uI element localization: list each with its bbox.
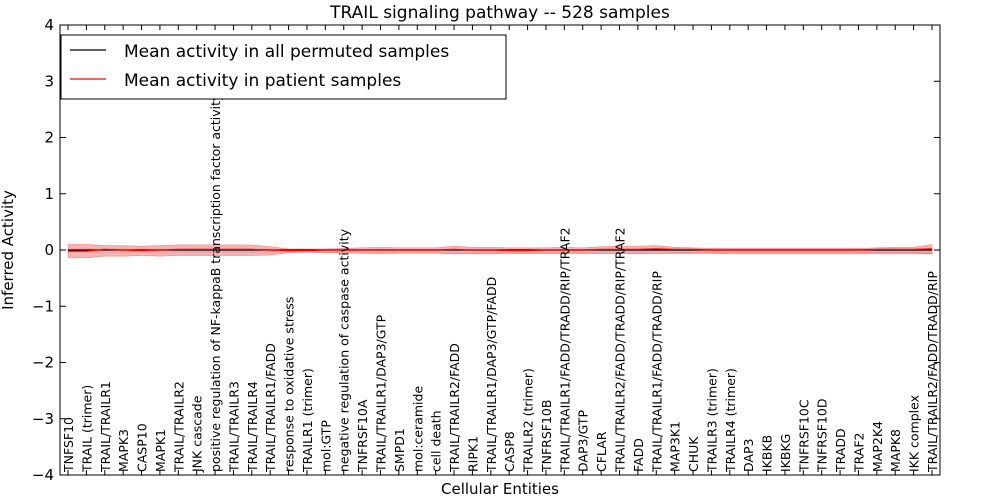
plot-frame <box>59 24 941 476</box>
x-tick-label-23: TRAIL/TRAILR1/DAP3/GTP/FADD <box>484 277 499 473</box>
x-tick-label-6: TRAIL/TRAILR2 <box>171 381 186 473</box>
x-axis-label: Cellular Entities <box>441 480 559 498</box>
x-tick-label-5: MAPK1 <box>153 429 168 472</box>
x-tick-label-8: positive regulation of NF-kappaB transcr… <box>208 93 223 472</box>
x-tick-label-46: IKK complex <box>907 395 922 472</box>
y-tick-label-6: −2 <box>32 354 54 372</box>
x-tick-label-14: mol:GTP <box>318 420 333 472</box>
x-tick-label-12: response to oxidative stress <box>282 297 297 472</box>
x-tick-label-10: TRAIL/TRAILR4 <box>245 381 260 473</box>
x-tick-label-29: CFLAR <box>594 431 609 472</box>
y-tick-label-0: 4 <box>44 16 54 34</box>
legend-label-permuted: Mean activity in all permuted samples <box>124 42 449 62</box>
x-tick-label-15: negative regulation of caspase activity <box>337 228 352 472</box>
x-tick-label-18: SMPD1 <box>392 428 407 472</box>
x-tick-label-36: TRAILR4 (trimer) <box>723 368 738 473</box>
x-tick-label-9: TRAIL/TRAILR3 <box>226 381 241 473</box>
x-tick-label-35: TRAILR3 (trimer) <box>704 368 719 473</box>
x-tick-label-19: mol:ceramide <box>410 386 425 472</box>
x-tick-label-34: CHUK <box>686 436 701 472</box>
x-tick-label-30: TRAIL/TRAILR2/FADD/TRADD/RIP/TRAF2 <box>612 227 627 473</box>
x-tick-label-1: TRAIL (trimer) <box>79 385 94 473</box>
x-tick-label-27: TRAIL/TRAILR1/FADD/TRADD/RIP/TRAF2 <box>557 227 572 473</box>
x-tick-label-26: TNFRSF10B <box>539 400 554 473</box>
x-tick-label-43: TRAF2 <box>851 432 866 473</box>
y-tick-label-7: −3 <box>32 410 54 428</box>
x-tick-label-45: MAPK8 <box>888 429 903 472</box>
x-tick-label-38: IKBKB <box>760 435 775 472</box>
x-tick-label-32: TRAIL/TRAILR1/FADD/TRADD/RIP <box>649 271 664 473</box>
legend: Mean activity in all permuted samples Me… <box>60 34 507 100</box>
x-tick-label-21: TRAIL/TRAILR2/FADD <box>447 343 462 473</box>
x-tick-label-33: MAP3K1 <box>668 421 683 472</box>
series-band-1 <box>67 244 933 259</box>
x-tick-label-31: FADD <box>631 438 646 472</box>
x-tick-label-44: MAP2K4 <box>870 421 885 472</box>
x-tick-label-17: TRAIL/TRAILR1/DAP3/GTP <box>374 314 389 473</box>
x-tick-label-24: CASP8 <box>502 431 517 472</box>
x-tick-label-13: TRAILR1 (trimer) <box>300 368 315 473</box>
y-tick-label-4: 0 <box>44 241 54 259</box>
y-tick-label-1: 3 <box>44 72 54 90</box>
x-tick-label-22: RIPK1 <box>465 436 480 472</box>
x-tick-label-4: CASP10 <box>135 423 150 472</box>
x-tick-label-0: TNFSF10 <box>61 417 76 473</box>
x-tick-label-41: TNFRSF10D <box>815 398 830 473</box>
y-tick-label-5: −1 <box>32 297 54 315</box>
y-tick-label-8: −4 <box>32 466 54 484</box>
legend-box <box>60 34 507 100</box>
x-tick-label-39: IKBKG <box>778 434 793 472</box>
x-tick-label-28: DAP3/GTP <box>576 409 591 472</box>
legend-label-patient: Mean activity in patient samples <box>124 71 401 91</box>
x-tick-label-25: TRAILR2 (trimer) <box>521 368 536 473</box>
x-tick-label-42: TRADD <box>833 428 848 473</box>
x-tick-label-47: TRAIL/TRAILR2/FADD/TRADD/RIP <box>925 271 940 473</box>
x-tick-label-3: MAPK3 <box>116 429 131 472</box>
x-tick-label-11: TRAIL/TRAILR1/FADD <box>263 343 278 473</box>
y-tick-label-2: 2 <box>44 129 54 147</box>
series-line-1 <box>68 248 933 252</box>
x-tick-label-16: TNFRSF10A <box>355 399 370 473</box>
x-tick-label-2: TRAIL/TRAILR1 <box>98 381 113 473</box>
chart-title: TRAIL signaling pathway -- 528 samples <box>329 3 670 23</box>
x-tick-label-40: TNFRSF10C <box>796 399 811 473</box>
x-tick-label-37: DAP3 <box>741 439 756 472</box>
x-tick-label-7: JNK cascade <box>190 395 205 473</box>
y-axis-label: Inferred Activity <box>0 190 17 310</box>
y-tick-label-3: 1 <box>44 185 54 203</box>
x-tick-label-20: cell death <box>429 410 444 472</box>
